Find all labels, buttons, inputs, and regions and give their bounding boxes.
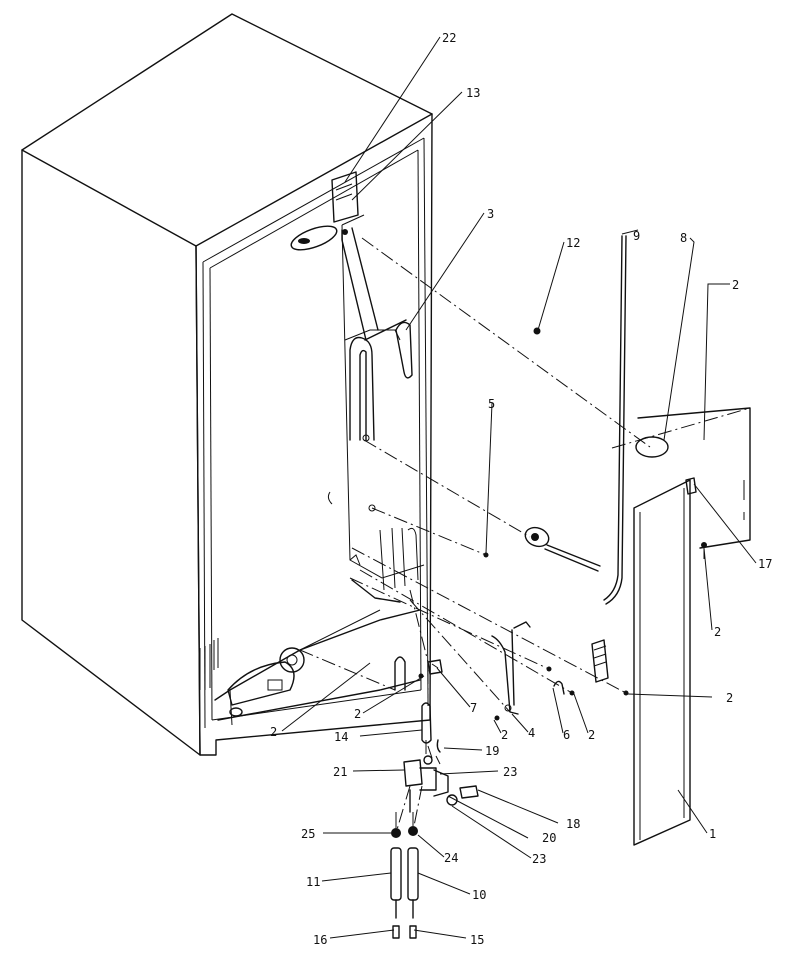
- callout-14: 14: [334, 730, 348, 744]
- callout-2: 2: [714, 625, 721, 639]
- callout-6: 6: [563, 728, 570, 742]
- callout-21: 21: [333, 765, 347, 779]
- callout-2: 2: [726, 691, 733, 705]
- callout-23: 23: [503, 765, 517, 779]
- callout-10: 10: [472, 888, 486, 902]
- callout-2: 2: [732, 278, 739, 292]
- callout-11: 11: [306, 875, 320, 889]
- callout-18: 18: [566, 817, 580, 831]
- callout-8: 8: [680, 231, 687, 245]
- callout-23: 23: [532, 852, 546, 866]
- callout-3: 3: [487, 207, 494, 221]
- callout-1: 1: [709, 827, 716, 841]
- alignment-lines: [299, 237, 751, 834]
- callout-20: 20: [542, 831, 556, 845]
- callout-2: 2: [354, 707, 361, 721]
- leader-lines: [281, 36, 757, 939]
- refrigerator-cabinet: [21, 13, 433, 756]
- callout-22: 22: [442, 31, 456, 45]
- callout-15: 15: [470, 933, 484, 947]
- callout-13: 13: [466, 86, 480, 100]
- callout-9: 9: [633, 229, 640, 243]
- callout-7: 7: [470, 701, 477, 715]
- callout-19: 19: [485, 744, 499, 758]
- callout-4: 4: [528, 726, 535, 740]
- callout-24: 24: [444, 851, 458, 865]
- callout-12: 12: [566, 236, 580, 250]
- callout-2: 2: [588, 728, 595, 742]
- callout-16: 16: [313, 933, 327, 947]
- callout-5: 5: [488, 397, 495, 411]
- callout-2: 2: [270, 725, 277, 739]
- callout-2: 2: [501, 728, 508, 742]
- callout-17: 17: [758, 557, 772, 571]
- callout-25: 25: [301, 827, 315, 841]
- callout-labels: 22 13 3 12 9 8 2 5 17 2 2 2 2 7 2 4 6 2 …: [270, 31, 772, 947]
- exploded-components: [390, 235, 751, 939]
